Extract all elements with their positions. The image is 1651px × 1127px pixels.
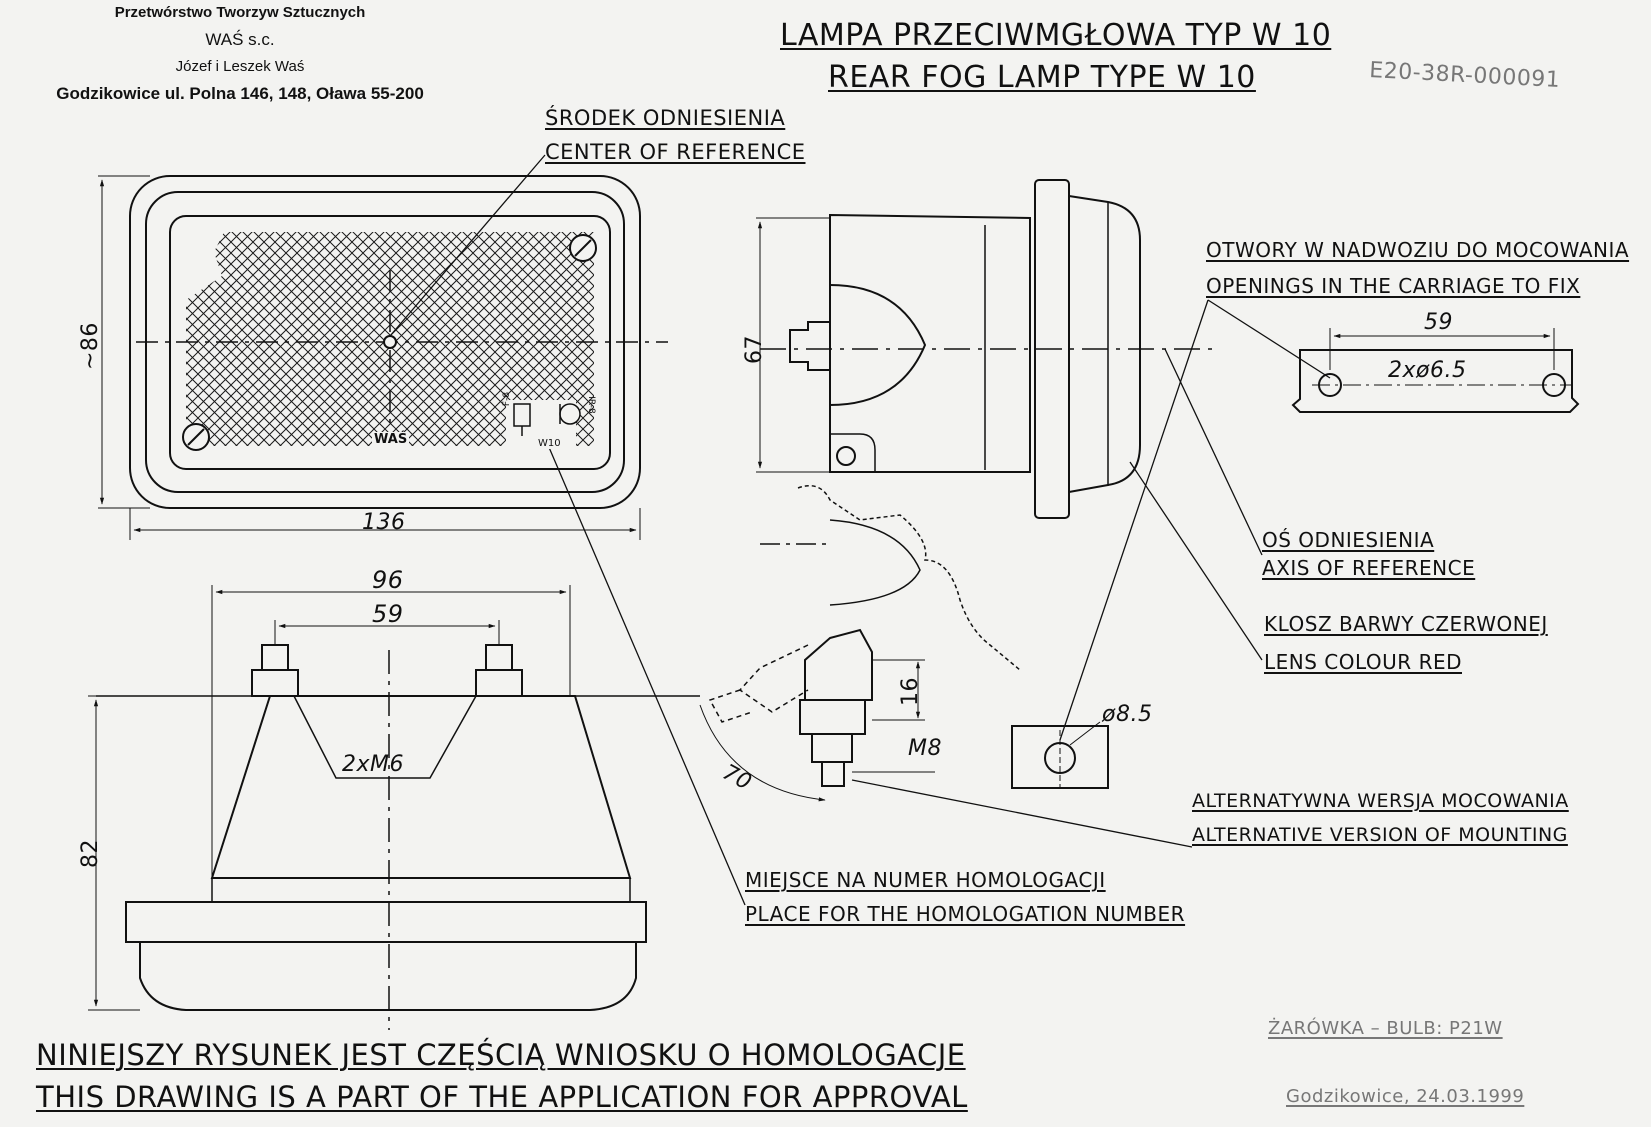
side-bulb-socket	[829, 284, 927, 406]
leader-lines	[389, 154, 1331, 906]
bulb-type: ŻARÓWKA – BULB: P21W	[1268, 1018, 1503, 1039]
axis-of-reference-label-en: AXIS OF REFERENCE	[1262, 556, 1476, 580]
holes-plate	[1291, 349, 1580, 413]
bottom-flange	[125, 901, 647, 943]
lens-colour-label-pl: KLOSZ BARWY CZERWONEJ	[1264, 612, 1548, 636]
alternative-mounting-detail	[699, 485, 1109, 802]
homologation-label-pl: MIEJSCE NA NUMER HOMOLOGACJI	[745, 868, 1106, 892]
openings-label-pl: OTWORY W NADWOZIU DO MOCOWANIA	[1206, 238, 1630, 262]
side-drain-hole	[836, 446, 856, 466]
dim-side-height-label: 67	[742, 335, 767, 364]
bottom-lens	[139, 942, 637, 1011]
front-lens-frame	[169, 215, 611, 470]
alt-nut	[799, 699, 866, 735]
screw-top-right	[569, 234, 597, 262]
leader-axis	[1164, 348, 1263, 556]
footer-notice-english: THIS DRAWING IS A PART OF THE APPLICATIO…	[36, 1080, 968, 1114]
company-name: Przetwórstwo Tworzyw Sztucznych	[114, 4, 366, 21]
side-body	[829, 213, 1031, 473]
bottom-view	[88, 585, 700, 1030]
title-polish: LAMPA PRZECIWMGŁOWA TYP W 10	[780, 18, 1332, 53]
dim-arc-70	[699, 704, 826, 802]
dim-bottom-width-label: 96	[372, 566, 404, 594]
alt-tilted-position	[738, 644, 809, 713]
dim-alt-hole-label: ø8.5	[1102, 702, 1153, 727]
company-address: Godzikowice ul. Polna 146, 148, Oława 55…	[56, 84, 424, 103]
side-stud	[789, 321, 831, 371]
axis-of-reference-label-pl: OŚ ODNIESIENIA	[1262, 528, 1435, 552]
lens-ir-marking: IR-8	[585, 396, 596, 414]
dim-bolts-label: 2xM6	[342, 752, 404, 777]
dim-hole-diameter-label: 2xø6.5	[1388, 358, 1467, 383]
leader-alternative	[851, 779, 1193, 848]
dim-hole-spacing-label: 59	[1424, 310, 1453, 335]
footer-notice-polish: NINIEJSZY RYSUNEK JEST CZĘŚCIĄ WNIOSKU O…	[36, 1038, 966, 1072]
dim-front-height-label: ~86	[78, 322, 103, 370]
dim-alt-height-label: 16	[898, 677, 923, 706]
screw-bottom-left	[182, 423, 210, 451]
drawing-date: Godzikowice, 24.03.1999	[1286, 1086, 1525, 1107]
alternative-mounting-label-en: ALTERNATIVE VERSION OF MOUNTING	[1192, 824, 1568, 846]
center-of-reference-label-en: CENTER OF REFERENCE	[545, 140, 806, 164]
alt-thread-m8	[821, 761, 845, 787]
leader-homologation	[547, 444, 746, 906]
side-lens-dome	[1068, 195, 1141, 493]
dim-bottom-height-label: 82	[78, 839, 103, 868]
leader-openings-holes	[1207, 299, 1331, 379]
bolt-right	[475, 644, 523, 697]
side-view	[756, 179, 1215, 519]
alternative-mounting-label-pl: ALTERNATYWNA WERSJA MOCOWANIA	[1192, 790, 1569, 812]
bottom-housing	[210, 695, 632, 879]
leader-lens	[1129, 461, 1263, 661]
lens-f-marking: F-8	[502, 391, 513, 407]
dim-bolt-spacing-label: 59	[372, 600, 404, 628]
openings-label-en: OPENINGS IN THE CARRIAGE TO FIX	[1206, 274, 1581, 298]
side-flange	[1034, 179, 1070, 519]
dim-front-width-label: 136	[362, 510, 406, 535]
title-english: REAR FOG LAMP TYPE W 10	[828, 60, 1256, 95]
homologation-label-en: PLACE FOR THE HOMOLOGATION NUMBER	[745, 902, 1186, 926]
center-of-reference-label-pl: ŚRODEK ODNIESIENIA	[545, 106, 786, 130]
alt-boss	[804, 628, 873, 701]
homologation-marking-area	[506, 400, 581, 452]
lens-type-marking: W10	[538, 438, 561, 449]
mounting-holes-detail	[1291, 328, 1580, 413]
lens-brand-marking: WAŚ	[372, 432, 410, 447]
front-outer-housing	[129, 175, 641, 509]
leader-center	[389, 154, 546, 337]
reference-center-mark	[383, 335, 397, 349]
leader-openings-alt	[1059, 299, 1209, 741]
front-view	[98, 175, 668, 540]
company-owners: Józef i Leszek Waś	[175, 58, 305, 75]
dim-alt-thread-label: M8	[908, 736, 942, 761]
bolt-left	[251, 644, 299, 697]
company-legal-name: WAŚ s.c.	[205, 30, 275, 49]
lens-colour-label-en: LENS COLOUR RED	[1264, 650, 1462, 674]
